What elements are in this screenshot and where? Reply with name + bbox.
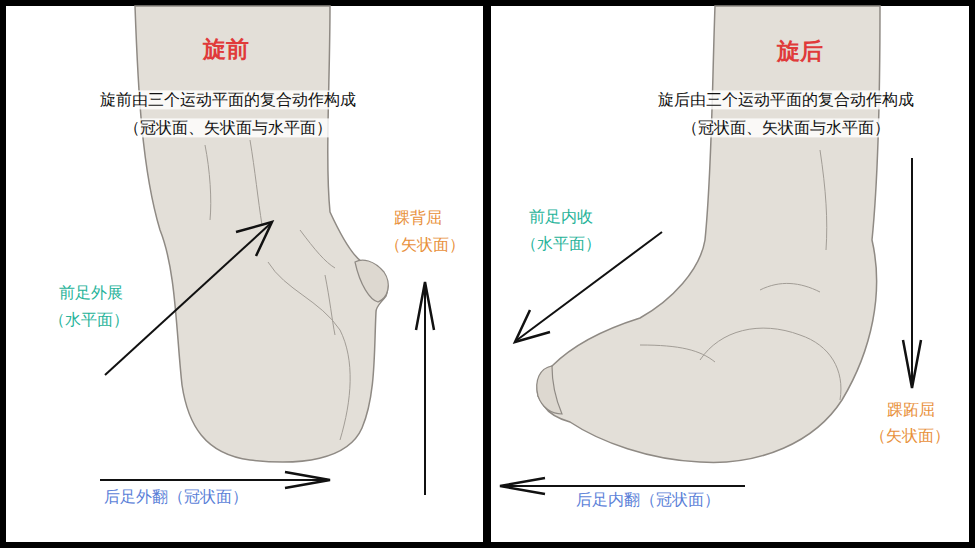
motion-arrows [100, 158, 921, 495]
right-foot [537, 6, 880, 462]
right-foot-details [640, 150, 841, 400]
label-text: （矢状面） [868, 426, 952, 445]
label-text: 踝背屈 [392, 208, 444, 227]
left-toe [355, 260, 388, 302]
label-text: 旋前由三个运动平面的复合动作构成 [98, 90, 358, 109]
label-text: （水平面） [519, 234, 603, 253]
left-panel [6, 6, 483, 542]
label-text: （矢状面） [383, 235, 467, 254]
label-text: 旋后由三个运动平面的复合动作构成 [656, 90, 916, 109]
left-foot [135, 6, 388, 462]
right-panel [491, 6, 969, 542]
right-toe [537, 366, 562, 414]
label-text: （冠状面、矢状面与水平面） [680, 118, 892, 137]
label-text: 旋前 [201, 36, 251, 64]
left-foot-details [205, 140, 350, 440]
label-text: （水平面） [47, 310, 131, 329]
label-text: 后足内翻（冠状面） [574, 490, 722, 509]
label-text: 前足外展 [57, 283, 125, 302]
label-text: （冠状面、矢状面与水平面） [122, 118, 334, 137]
label-text: 旋后 [775, 38, 825, 66]
label-text: 后足外翻（冠状面） [102, 487, 250, 506]
label-text: 前足内收 [527, 207, 595, 226]
label-text: 踝跖屈 [885, 400, 937, 419]
